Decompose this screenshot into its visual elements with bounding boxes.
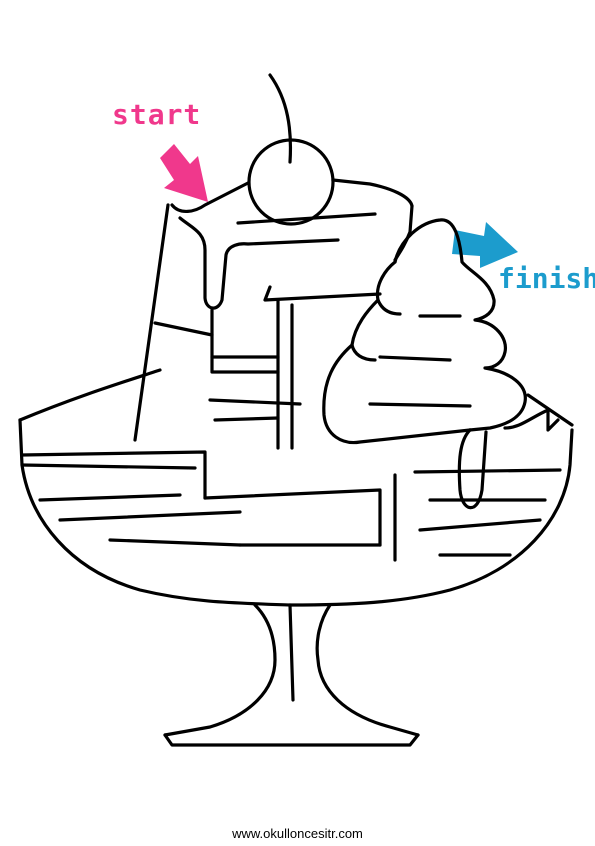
cake-block <box>133 178 414 450</box>
footer-url: www.okulloncesitr.com <box>232 826 363 841</box>
start-arrow-icon <box>160 144 208 202</box>
finish-arrow-icon <box>452 222 518 268</box>
finish-label: finish <box>498 262 595 295</box>
cherry <box>247 73 335 226</box>
start-label: start <box>112 98 202 131</box>
sundae-stem <box>163 603 420 747</box>
